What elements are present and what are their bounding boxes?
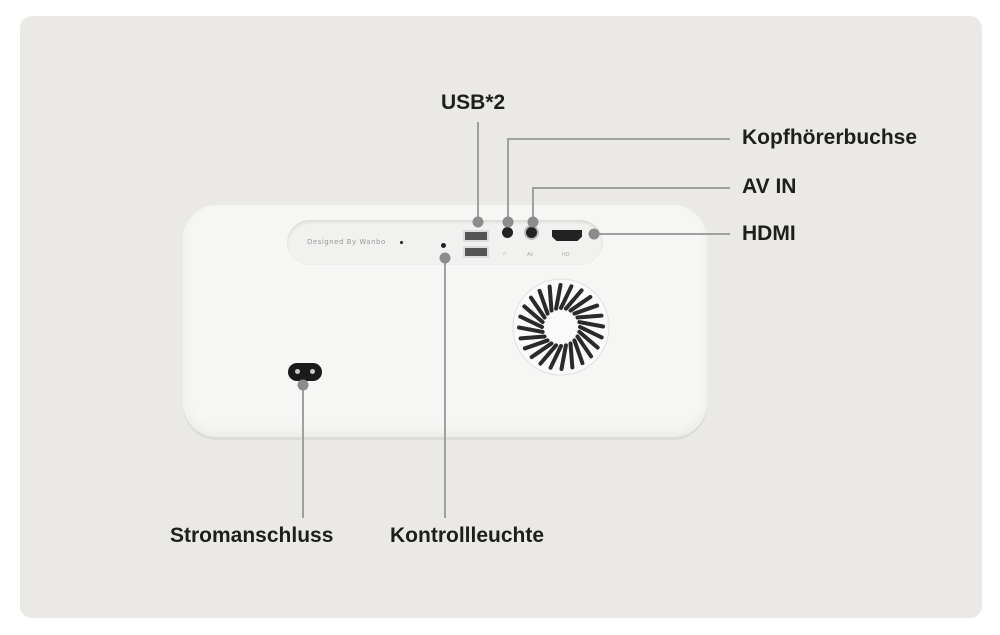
- usb-port-1: [463, 230, 489, 242]
- power-socket: [288, 363, 322, 381]
- headphone-leader-line: [507, 138, 509, 222]
- fan-vane: [518, 334, 547, 341]
- indicator-leader-line: [444, 258, 446, 518]
- av-jack: [526, 227, 537, 238]
- av-dot: [527, 216, 539, 228]
- fan-vane: [547, 284, 554, 313]
- fan-vane: [572, 303, 600, 316]
- indicator-light: [441, 243, 446, 248]
- av-mark: AV: [527, 252, 534, 258]
- usb-leader-line: [477, 122, 479, 222]
- fan-vane: [518, 314, 544, 329]
- indicator-label: Kontrollleuchte: [390, 524, 545, 547]
- fan-vane: [517, 325, 545, 334]
- fan-vane: [554, 283, 563, 311]
- usb-dot: [472, 216, 484, 228]
- power-leader-line: [302, 385, 304, 518]
- hdmi-label: HDMI: [742, 222, 796, 245]
- headphone-dot: [502, 216, 514, 228]
- fan-vane: [559, 284, 574, 310]
- fan-vane: [577, 320, 605, 329]
- hdmi-leader-line: [594, 233, 730, 235]
- fan-vane: [529, 341, 554, 360]
- fan-vane: [559, 343, 568, 371]
- hdmi-dot: [588, 228, 600, 240]
- fan-vane: [522, 304, 545, 325]
- power-dot: [297, 379, 309, 391]
- fan-vane: [538, 343, 559, 366]
- indicator-dot: [439, 252, 451, 264]
- hdmi-mark: HD: [562, 252, 570, 258]
- fan-vent: [512, 278, 610, 376]
- fan-vane: [577, 329, 600, 350]
- fan-vane: [568, 341, 575, 370]
- headphone-leader-line-h: [507, 138, 730, 140]
- av-leader-line-h: [532, 187, 730, 189]
- fan-vane: [568, 294, 593, 313]
- power-label: Stromanschluss: [170, 524, 334, 547]
- hdmi-port: [552, 230, 582, 241]
- av-in-label: AV IN: [742, 175, 797, 198]
- usb-port-2: [463, 246, 489, 258]
- fan-vane: [522, 338, 550, 351]
- mic-hole: [400, 241, 403, 244]
- usb-label: USB*2: [441, 91, 506, 114]
- fan-vane: [528, 295, 547, 320]
- brand-text: Designed By Wanbo: [307, 238, 386, 246]
- fan-vane: [575, 334, 594, 359]
- fan-vane: [563, 288, 584, 311]
- fan-vane: [537, 288, 550, 316]
- headphone-label: Kopfhörerbuchse: [742, 126, 918, 149]
- fan-vane: [578, 325, 604, 340]
- fan-vane: [575, 313, 604, 320]
- headphone-mark: ∩: [503, 251, 507, 257]
- fan-vane: [572, 338, 585, 366]
- av-leader-line: [532, 187, 534, 222]
- headphone-jack: [502, 227, 513, 238]
- fan-vane: [548, 344, 563, 370]
